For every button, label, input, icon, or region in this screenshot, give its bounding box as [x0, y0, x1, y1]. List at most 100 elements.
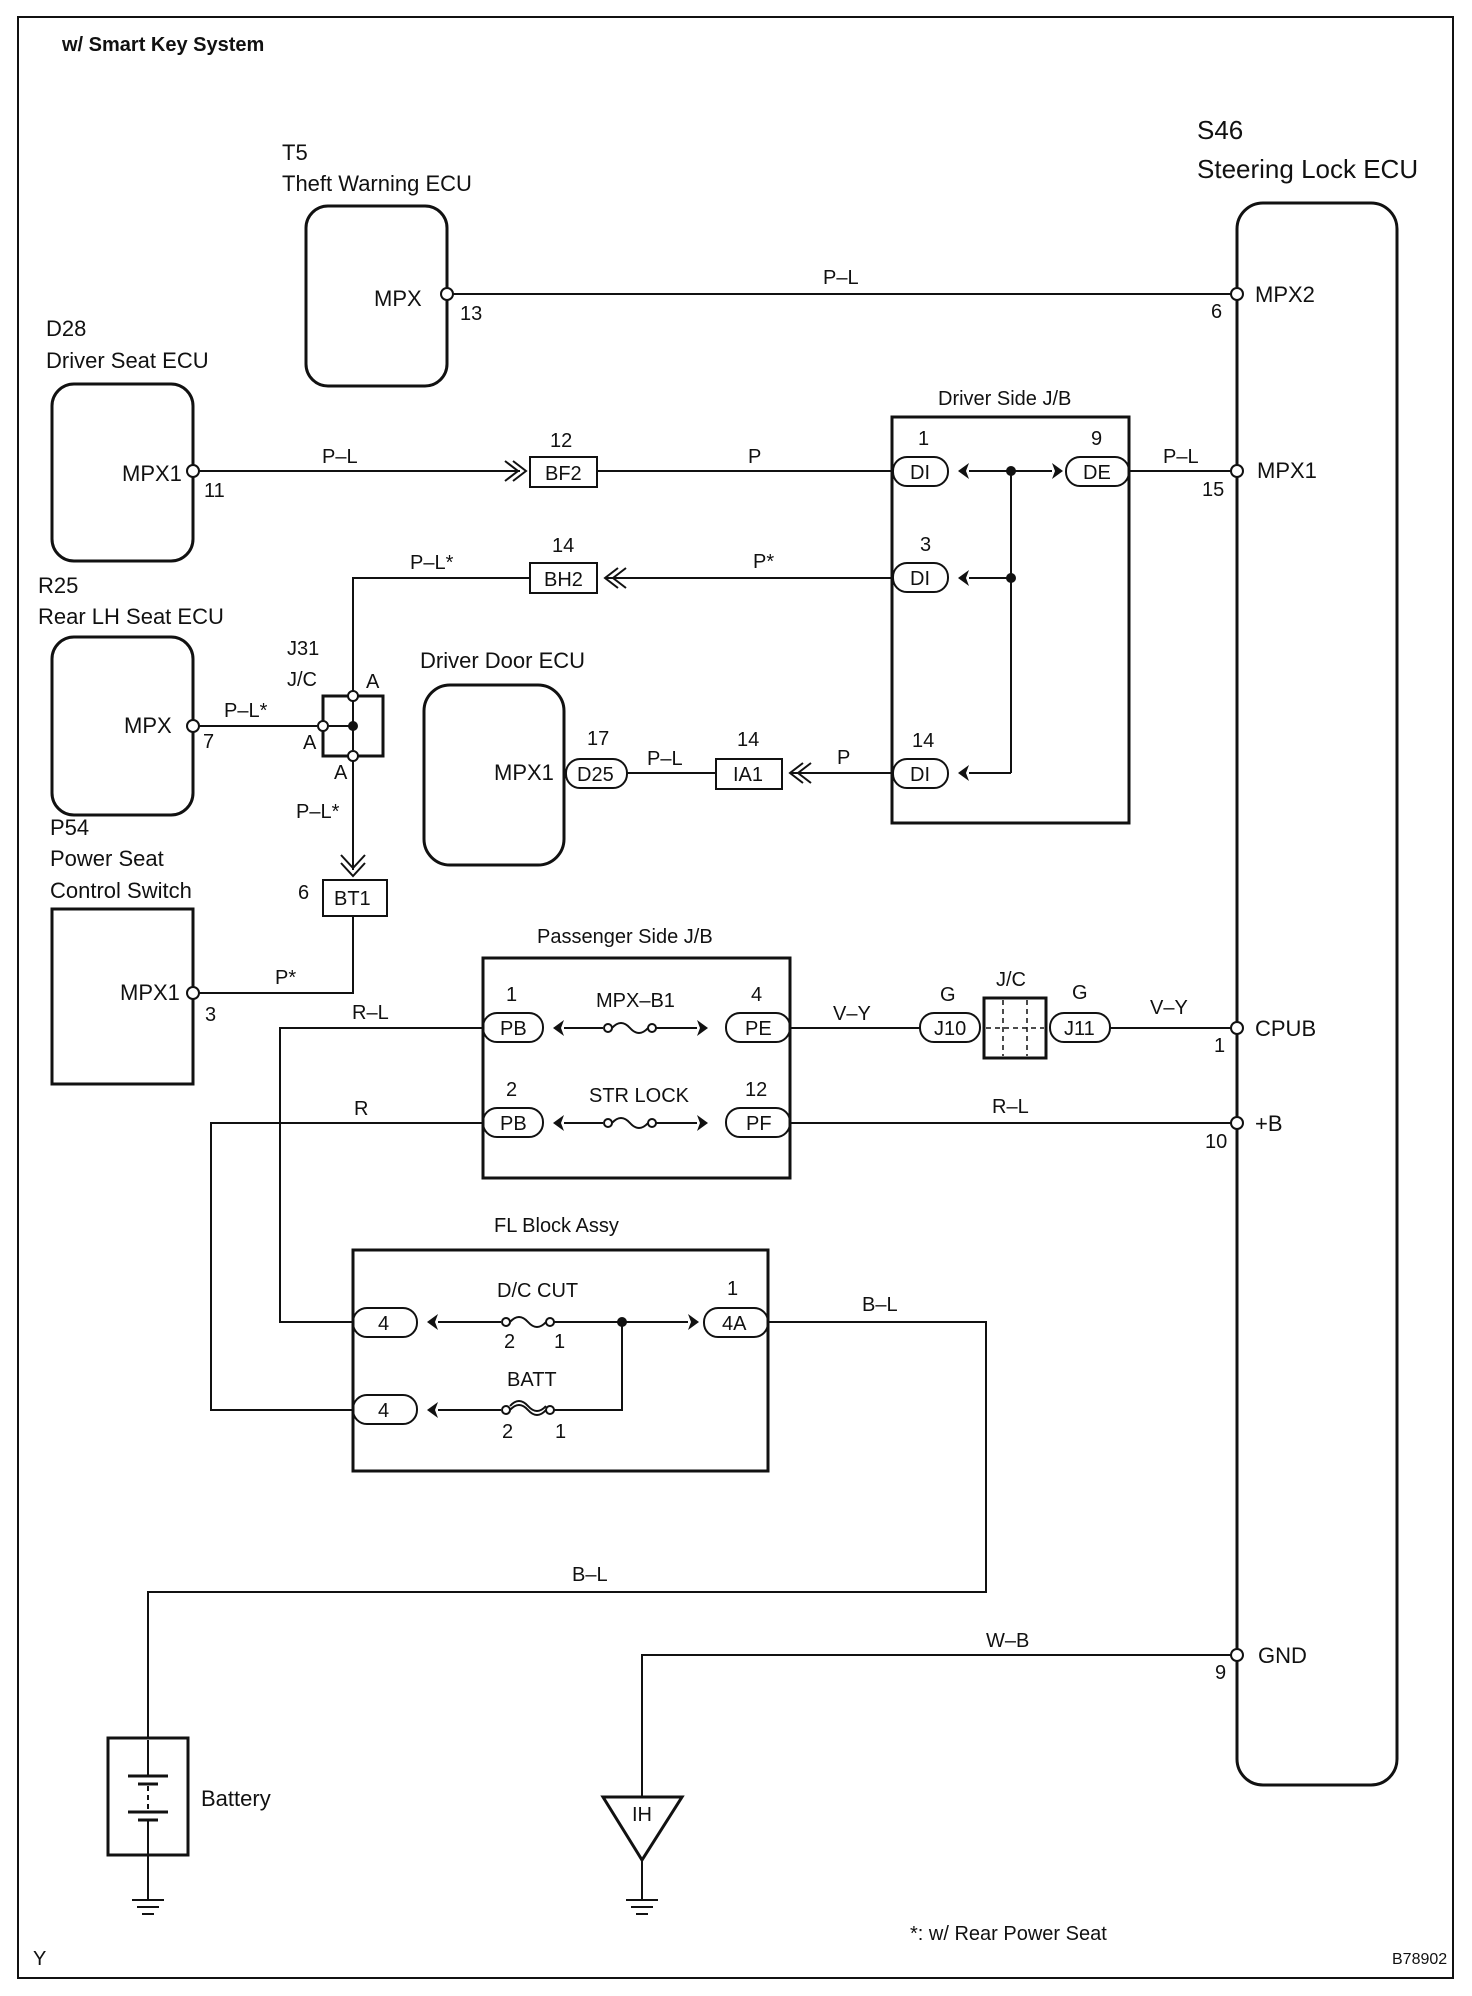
s46-pin-b: +B: [1255, 1111, 1283, 1136]
dsjb-name: Driver Side J/B: [938, 388, 1071, 410]
fl-num-1: 1: [727, 1278, 738, 1300]
d28-name: Driver Seat ECU: [46, 348, 209, 373]
bt1-connector: [322, 879, 388, 917]
r25-name: Rear LH Seat ECU: [38, 604, 224, 629]
driver-side-jb: Driver Side J/B DI 1 DE 9 DI 3 DI 14: [890, 388, 1131, 825]
wire-label: V–Y: [1150, 997, 1188, 1019]
rear-lh-seat-ecu: R25 Rear LH Seat ECU MPX 7: [38, 573, 224, 817]
j31-name: J/C: [287, 669, 317, 691]
bt1-num: 6: [298, 882, 309, 904]
door-pin: 17: [587, 728, 609, 750]
jc2-name: J/C: [996, 969, 1026, 991]
s46-pin-cpub: CPUB: [1255, 1016, 1316, 1041]
r25-box: [50, 635, 195, 817]
wire-label: P–L*: [224, 700, 268, 722]
wire-label: R–L: [352, 1002, 389, 1024]
door-conn-d25: D25: [577, 764, 614, 786]
fl-fuse-batt-p2: 2: [502, 1421, 513, 1443]
psjb-num-12: 12: [745, 1079, 767, 1101]
ia1-connector: [715, 758, 783, 790]
s46-box: [1235, 201, 1399, 1787]
p54-name-1: Power Seat: [50, 846, 164, 871]
s46-pin-6: 6: [1211, 301, 1222, 323]
t5-pin: 13: [460, 303, 482, 325]
door-name: Driver Door ECU: [420, 648, 585, 673]
page-title: w/ Smart Key System: [61, 34, 264, 56]
ia1-label: IA1: [733, 764, 763, 786]
wire-label: R: [354, 1098, 368, 1120]
dsjb-box: [890, 415, 1131, 825]
wire-label: P: [748, 446, 761, 468]
wire-bt1-p54: [199, 916, 354, 994]
s46-pin-10: 10: [1205, 1131, 1227, 1153]
bf2-num: 12: [550, 430, 572, 452]
psjb-conn-pe: PE: [745, 1018, 772, 1040]
passenger-side-jb: Passenger Side J/B PB 1 MPX–B1 PE 4 PB 2…: [481, 926, 792, 1180]
wire-pb1-fl: [279, 1027, 483, 1323]
driver-door-ecu: Driver Door ECU MPX1 D25 17: [420, 648, 628, 867]
d28-id: D28: [46, 316, 86, 341]
wire-label: P–L*: [296, 801, 340, 823]
psjb-num-4: 4: [751, 984, 762, 1006]
r25-id: R25: [38, 573, 78, 598]
psjb-box: [481, 956, 792, 1180]
psjb-conn-pb2: PB: [500, 1113, 527, 1135]
fl-name: FL Block Assy: [494, 1215, 619, 1237]
bh2-label: BH2: [544, 569, 583, 591]
bh2-connector: [529, 562, 598, 594]
s46-pin-mpx1: MPX1: [1257, 458, 1317, 483]
s46-pin-gnd: GND: [1258, 1643, 1307, 1668]
fl-block-assy: FL Block Assy 4 D/C CUT 2 1 4A 1 4 BATT …: [351, 1215, 770, 1473]
j31-pin-a-bottom: A: [334, 762, 348, 784]
door-box: [422, 683, 566, 867]
fl-fuse-dccut-p1: 1: [554, 1331, 565, 1353]
psjb-num-1: 1: [506, 984, 517, 1006]
dsjb-conn-di1: DI: [910, 462, 930, 484]
jc2-pin-g-right: G: [1072, 982, 1088, 1004]
fl-fuse-dccut-p2: 2: [504, 1331, 515, 1353]
dsjb-num-1: 1: [918, 428, 929, 450]
page-frame: [17, 16, 1454, 1979]
bt1-label: BT1: [334, 888, 371, 910]
dsjb-conn-di3: DI: [910, 568, 930, 590]
fl-fuse-batt: BATT: [507, 1369, 557, 1391]
ground-label: IH: [632, 1804, 652, 1826]
dsjb-conn-de: DE: [1083, 462, 1111, 484]
j31-pin-a-top: A: [366, 671, 380, 693]
fl-conn-4a: 4A: [722, 1313, 747, 1335]
p54-name-2: Control Switch: [50, 878, 192, 903]
wire-label: P*: [753, 551, 774, 573]
psjb-conn-pf: PF: [746, 1113, 772, 1135]
dsjb-num-3: 3: [920, 534, 931, 556]
wire-label: P–L*: [410, 552, 454, 574]
wire-label: P–L: [322, 446, 358, 468]
ia1-num: 14: [737, 729, 759, 751]
wire-label: R–L: [992, 1096, 1029, 1118]
d28-pin: 11: [204, 480, 225, 502]
wire-label: B–L: [572, 1564, 608, 1586]
wire-label: V–Y: [833, 1003, 871, 1025]
figure-code: B78902: [1392, 1951, 1447, 1968]
bh2-num: 14: [552, 535, 574, 557]
psjb-conn-pb1: PB: [500, 1018, 527, 1040]
wire-j31-bh2: [352, 577, 530, 728]
bf2-label: BF2: [545, 463, 582, 485]
wire-label: P–L: [823, 267, 859, 289]
fl-conn-4-lower: 4: [378, 1400, 389, 1422]
s46-pin-15: 15: [1202, 479, 1224, 501]
driver-seat-ecu: D28 Driver Seat ECU MPX1 11: [46, 316, 225, 563]
wire-label: P*: [275, 967, 296, 989]
wire-label: W–B: [986, 1630, 1029, 1652]
s46-pin-1: 1: [1214, 1035, 1225, 1057]
j31-pin-a-left: A: [303, 732, 317, 754]
fl-fuse-batt-p1: 1: [555, 1421, 566, 1443]
ground-ih: IH: [600, 1795, 685, 1915]
fl-fuse-dccut: D/C CUT: [497, 1280, 578, 1302]
d28-pin-label: MPX1: [122, 461, 182, 486]
psjb-fuse-mpxb1: MPX–B1: [596, 990, 675, 1012]
fl-conn-4-upper: 4: [378, 1313, 389, 1335]
p54-pin-label: MPX1: [120, 980, 180, 1005]
t5-pin-label: MPX: [374, 286, 422, 311]
jc2-conn-j11: J11: [1064, 1018, 1095, 1040]
steering-lock-ecu: S46 Steering Lock ECU MPX2 6 MPX1 15 CPU…: [1197, 115, 1418, 1787]
